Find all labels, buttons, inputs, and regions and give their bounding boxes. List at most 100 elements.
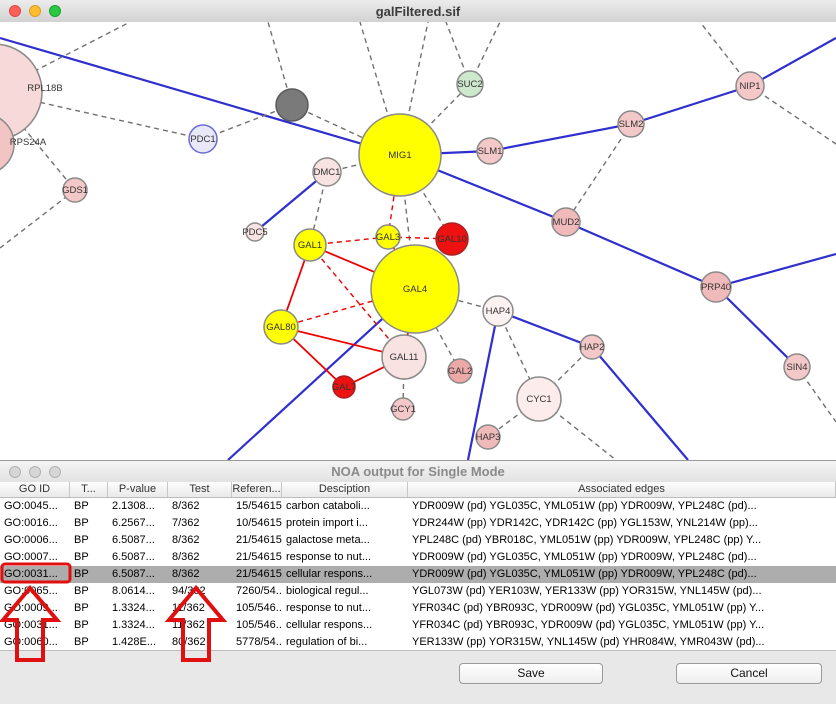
cell-test: 8/362	[172, 500, 200, 512]
graph-node-NIP1[interactable]	[735, 71, 765, 101]
cell-description: cellular respons...	[286, 568, 373, 580]
graph-node-label: HAP3	[476, 432, 501, 443]
graph-node-SLM1[interactable]	[476, 137, 504, 165]
graph-node-GDS1[interactable]	[62, 177, 88, 203]
cell-test: 7/362	[172, 517, 200, 529]
close-button[interactable]	[9, 5, 21, 17]
cell-p_value: 6.2567...	[112, 517, 155, 529]
cancel-button[interactable]: Cancel	[676, 663, 822, 684]
graph-edge	[202, 104, 293, 140]
graph-edge	[630, 84, 751, 126]
graph-node-GAL3[interactable]	[375, 224, 401, 250]
graph-node-MUD2[interactable]	[551, 207, 581, 237]
graph-node-GRAY1[interactable]	[275, 88, 309, 122]
noa-window-titlebar[interactable]: NOA output for Single Mode	[0, 461, 836, 483]
save-button[interactable]: Save	[459, 663, 603, 684]
cell-description: response to nut...	[286, 551, 371, 563]
graph-edge	[0, 22, 131, 90]
cell-go_id: GO:0007...	[4, 551, 58, 563]
graph-node-SUC2[interactable]	[456, 70, 484, 98]
graph-node-GAL10[interactable]	[435, 222, 469, 256]
graph-node-label: PDC5	[242, 227, 267, 238]
graph-node-label: RPL18B	[27, 83, 62, 94]
graph-node-RPS24A[interactable]	[0, 114, 15, 174]
cell-p_value: 1.3324...	[112, 602, 155, 614]
column-header-1[interactable]: T...	[70, 482, 108, 497]
cell-edges: YDR009W (pd) YGL035C, YML051W (pp) YDR00…	[412, 568, 757, 580]
graph-node-label: MIG1	[388, 150, 411, 161]
graph-node-label: GAL7	[332, 382, 356, 393]
graph-node-PDC1[interactable]	[188, 124, 218, 154]
cell-type: BP	[74, 636, 89, 648]
cell-test: 8/362	[172, 568, 200, 580]
graph-node-HAP2[interactable]	[579, 334, 605, 360]
graph-node-label: DMC1	[314, 167, 341, 178]
graph-node-SIN4[interactable]	[783, 353, 811, 381]
cell-edges: YFR034C (pd) YBR093C, YDR009W (pd) YGL03…	[412, 619, 765, 631]
cell-go_id: GO:0031...	[4, 619, 58, 631]
column-header-6[interactable]: Associated edges	[408, 482, 836, 497]
cell-reference: 105/546...	[236, 602, 282, 614]
cell-test: 11/362	[172, 619, 205, 631]
graph-node-MIG1[interactable]	[358, 113, 442, 197]
graph-node-GAL4[interactable]	[370, 244, 460, 334]
cell-edges: YPL248C (pd) YBR018C, YML051W (pp) YDR00…	[412, 534, 762, 546]
column-header-3[interactable]: Test	[168, 482, 232, 497]
graph-node-GCY1[interactable]	[391, 397, 415, 421]
graph-node-GAL7[interactable]	[332, 375, 356, 399]
column-header-4[interactable]: Referen...	[232, 482, 282, 497]
cell-reference: 5778/54...	[236, 636, 282, 648]
graph-node-label: HAP2	[580, 342, 605, 353]
graph-node-label: HAP4	[486, 306, 511, 317]
graph-node-HAP3[interactable]	[475, 424, 501, 450]
network-window-titlebar[interactable]: galFiltered.sif	[0, 0, 836, 23]
graph-edge	[466, 310, 500, 460]
zoom-button[interactable]	[49, 466, 61, 478]
zoom-button[interactable]	[49, 5, 61, 17]
column-header-0[interactable]: GO ID	[0, 482, 70, 497]
graph-node-label: SUC2	[457, 79, 482, 90]
graph-edge	[267, 22, 293, 106]
cell-edges: YER133W (pp) YOR315W, YNL145W (pd) YHR08…	[412, 636, 765, 648]
window-title: NOA output for Single Mode	[331, 464, 505, 479]
cell-go_id: GO:0016...	[4, 517, 58, 529]
graph-node-label: GAL4	[403, 284, 427, 295]
graph-node-HAP4[interactable]	[482, 295, 514, 327]
cell-type: BP	[74, 551, 89, 563]
minimize-button[interactable]	[29, 5, 41, 17]
graph-node-label: GDS1	[62, 185, 88, 196]
graph-node-label: GAL3	[376, 232, 400, 243]
close-button[interactable]	[9, 466, 21, 478]
graph-node-GAL11[interactable]	[381, 334, 427, 380]
minimize-button[interactable]	[29, 466, 41, 478]
cell-p_value: 2.1308...	[112, 500, 155, 512]
cell-reference: 105/546...	[236, 619, 282, 631]
graph-node-CYC1[interactable]	[516, 376, 562, 422]
graph-node-GAL2[interactable]	[447, 358, 473, 384]
graph-node-PDC5[interactable]	[245, 222, 265, 242]
graph-node-GAL80[interactable]	[263, 309, 299, 345]
column-header-2[interactable]: P-value	[108, 482, 168, 497]
cell-reference: 7260/54...	[236, 585, 282, 597]
graph-node-SLM2[interactable]	[617, 110, 645, 138]
graph-node-DMC1[interactable]	[312, 157, 342, 187]
graph-node-label: SIN4	[786, 362, 807, 373]
graph-node-RPL18B[interactable]	[0, 43, 43, 141]
graph-node-PRP40[interactable]	[700, 271, 732, 303]
graph-node-GAL1[interactable]	[293, 228, 327, 262]
graph-edge	[387, 154, 401, 238]
column-header-5[interactable]: Desciption	[282, 482, 408, 497]
cell-reference: 21/54615	[236, 551, 282, 563]
